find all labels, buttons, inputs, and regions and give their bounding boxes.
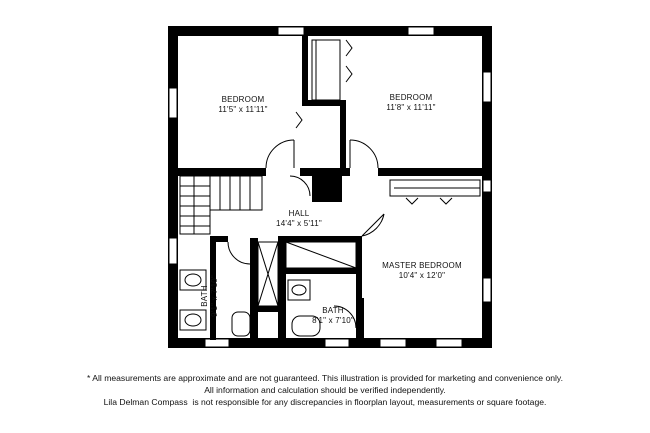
bedroom-left-name: BEDROOM (221, 95, 265, 104)
hall-name: HALL (288, 209, 310, 218)
hall-size: 14'4" x 5'11" (276, 219, 322, 228)
bedroom-right-size: 11'8" x 11'11" (386, 103, 436, 112)
disclaimer-line-3: Lila Delman Compass is not responsible f… (103, 397, 547, 407)
bath-bottom-name: BATH (322, 306, 344, 315)
bath-bottom-size: 8'1" x 7'10" (312, 316, 354, 325)
disclaimer-line-1: * All measurements are approximate and a… (87, 373, 563, 383)
doors (227, 139, 385, 329)
fixtures (179, 241, 357, 337)
stairs (179, 175, 263, 235)
closets (295, 39, 481, 205)
bedroom-left-size: 11'5" x 11'11" (218, 105, 268, 114)
bath-left-size: 9'1" x 7'10" (210, 275, 219, 317)
floor-plan: BEDROOM 11'5" x 11'11" BEDROOM 11'8" x 1… (168, 26, 492, 348)
disclaimer-line-2: All information and calculation should b… (204, 385, 446, 395)
disclaimer: * All measurements are approximate and a… (0, 372, 650, 408)
bedroom-right-name: BEDROOM (389, 93, 433, 102)
floor-plan-drawing (168, 26, 492, 348)
master-bedroom-label: MASTER BEDROOM 10'4" x 12'0" (372, 261, 472, 281)
master-bedroom-name: MASTER BEDROOM (382, 261, 462, 270)
master-bedroom-size: 10'4" x 12'0" (398, 271, 446, 280)
hall-label: HALL 14'4" x 5'11" (254, 209, 344, 229)
interior-walls (168, 36, 490, 340)
windows (168, 26, 492, 348)
bath-bottom-label: BATH 8'1" x 7'10" (298, 306, 368, 326)
bedroom-right-label: BEDROOM 11'8" x 11'11" (366, 93, 456, 113)
bath-left-label: BATH 9'1" x 7'10" (200, 264, 220, 328)
bedroom-left-label: BEDROOM 11'5" x 11'11" (198, 95, 288, 115)
bath-left-name: BATH (200, 285, 209, 307)
